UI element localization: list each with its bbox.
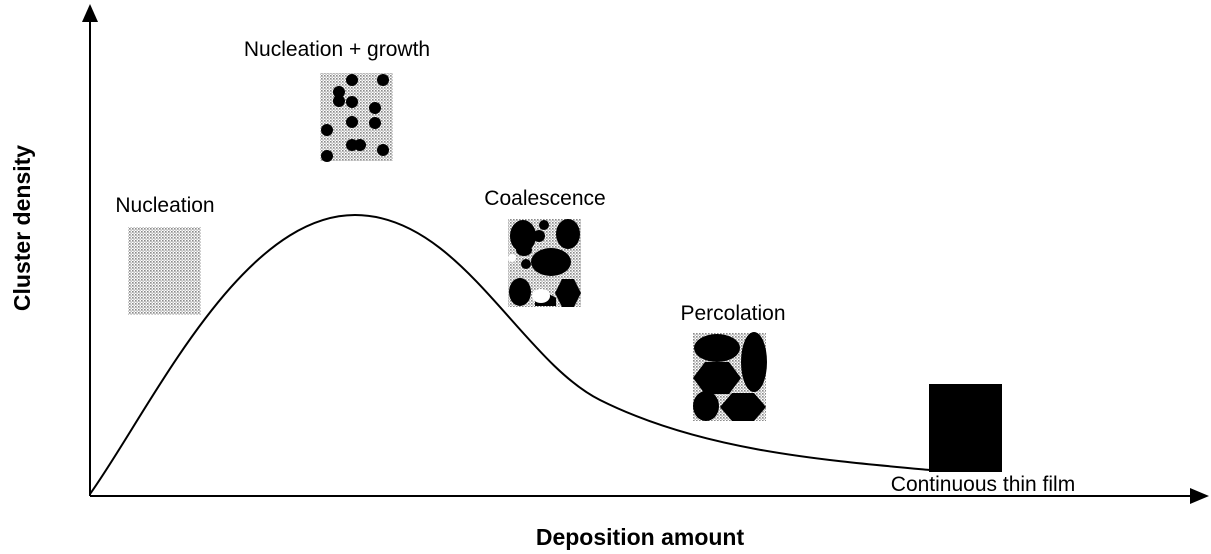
x-axis-arrowhead xyxy=(1190,488,1209,504)
nucleation-substrate xyxy=(128,227,201,315)
stage-label-nucleation: Nucleation xyxy=(115,194,214,217)
continuous-film-sample xyxy=(929,384,1002,472)
y-axis-arrowhead xyxy=(82,4,98,22)
nucleation-growth-sample xyxy=(320,73,393,162)
y-axis-title: Cluster density xyxy=(9,145,35,311)
stage-label-nucleation-growth: Nucleation + growth xyxy=(244,38,430,61)
stage-label-continuous-film: Continuous thin film xyxy=(891,473,1075,496)
stage-label-percolation: Percolation xyxy=(680,302,785,325)
cluster-density-curve xyxy=(89,213,931,495)
coalescence-sample xyxy=(508,219,581,307)
percolation-sample xyxy=(693,332,767,421)
stage-label-coalescence: Coalescence xyxy=(484,187,605,210)
x-axis-title: Deposition amount xyxy=(536,524,745,550)
